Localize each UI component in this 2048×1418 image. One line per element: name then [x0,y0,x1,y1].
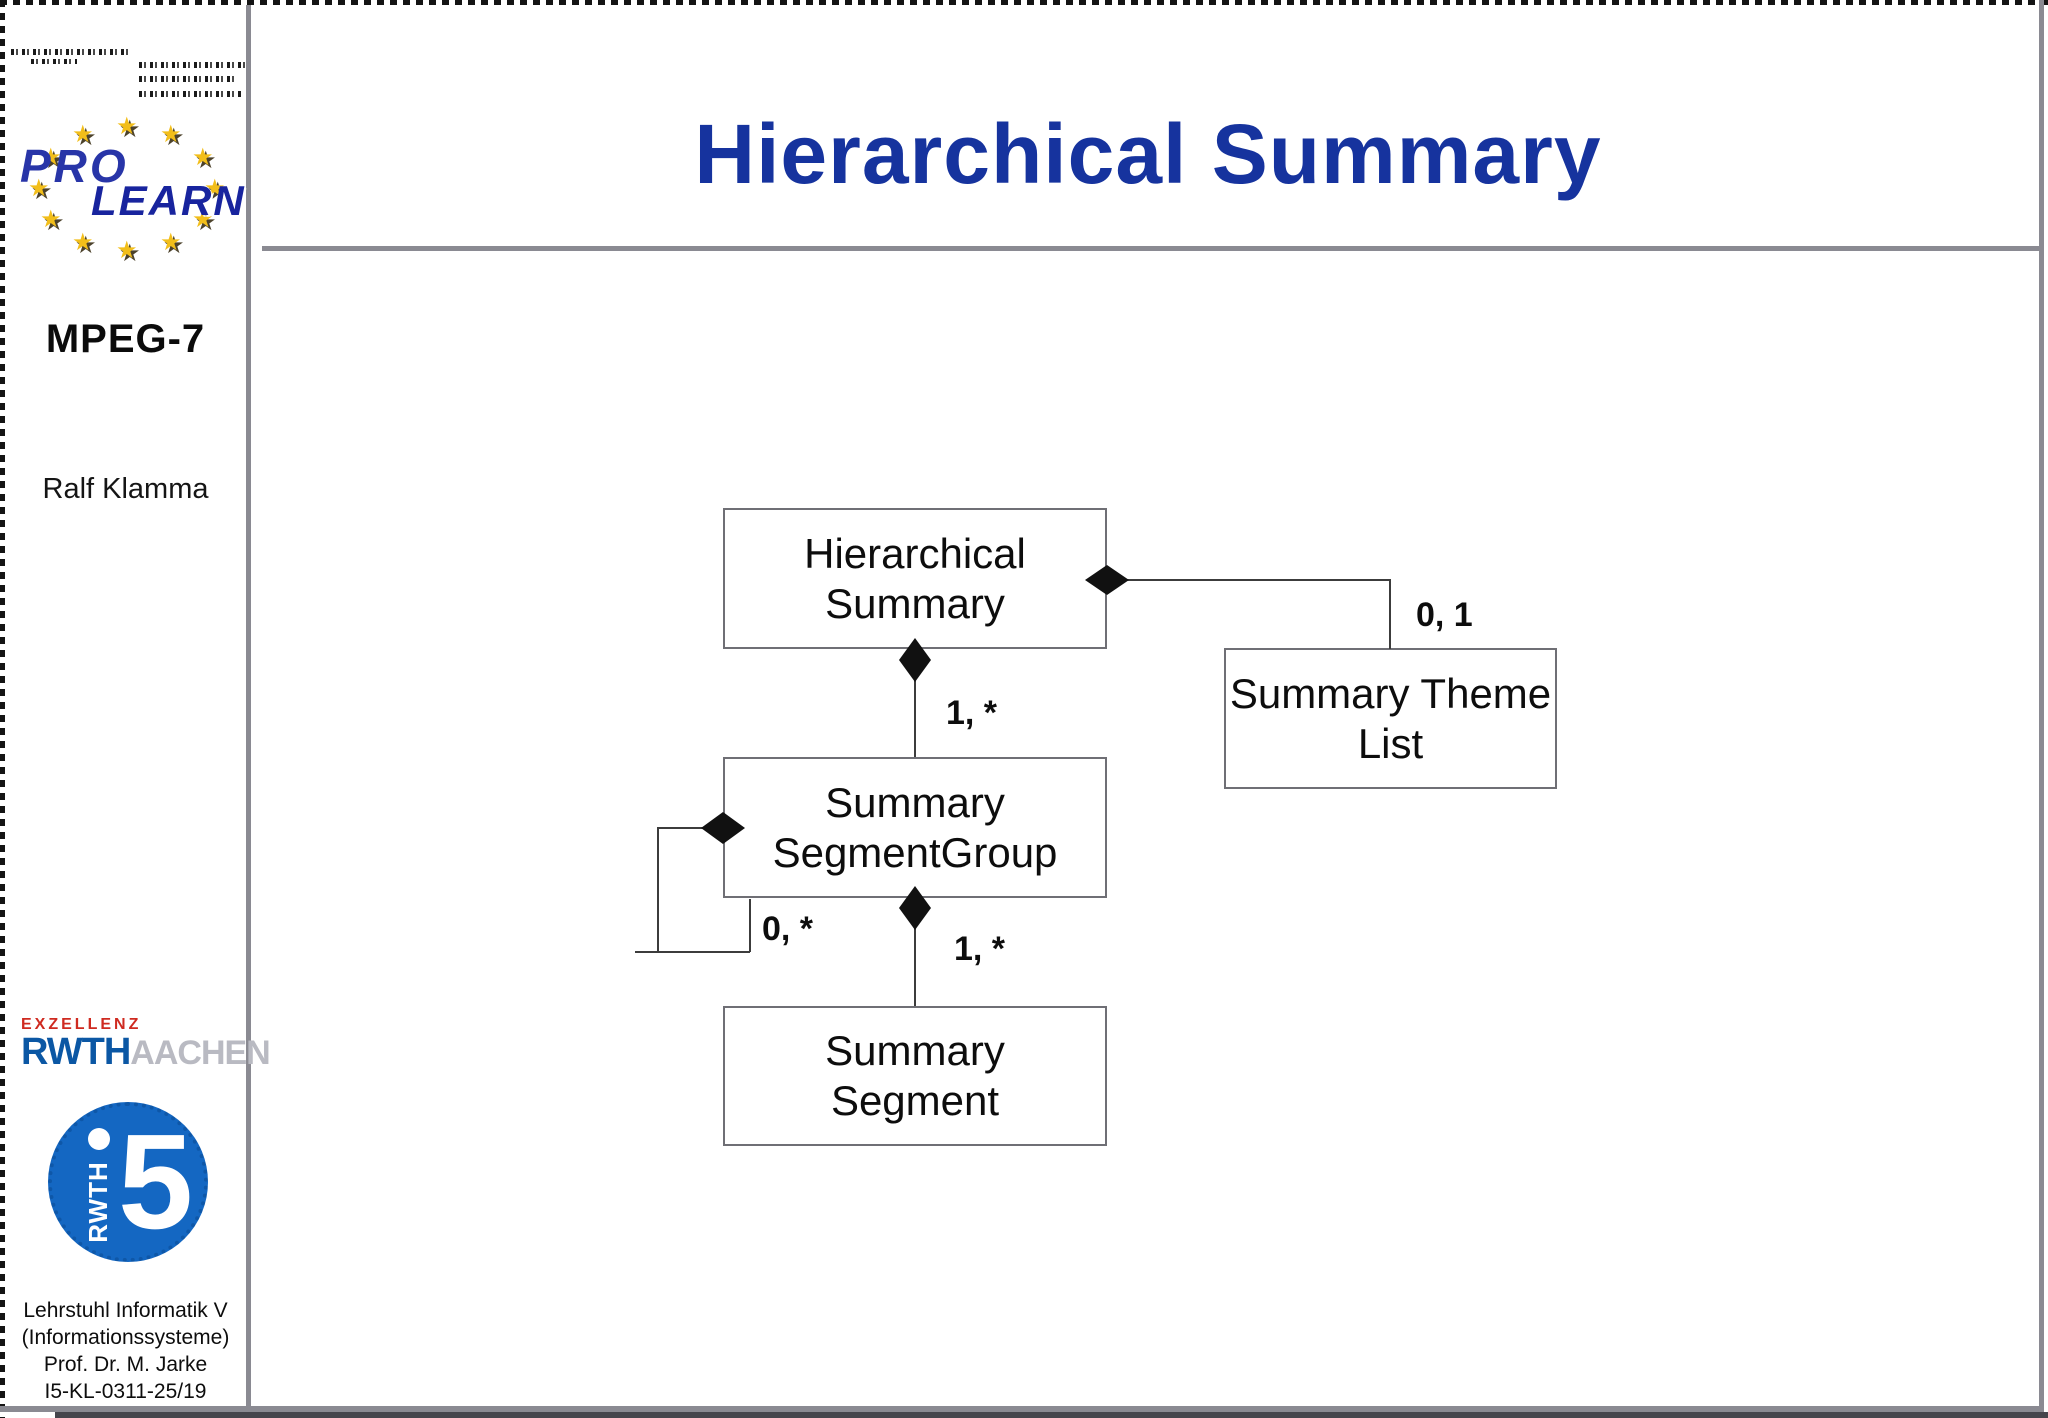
star-icon: ★ [160,121,182,148]
rwth-aachen-logo: EXZELLENZ RWTHAACHEN [21,1016,271,1073]
star-icon: ★ [192,144,214,171]
box-label-line: Summary [825,778,1005,826]
i5-chair-logo: RWTH 5 [48,1102,208,1262]
i5-digit: 5 [118,1106,194,1257]
star-icon: ★ [116,237,138,264]
credit-line: I5-KL-0311-25/19 [44,1380,207,1403]
chair-credits: Lehrstuhl Informatik V (Informationssyst… [5,1297,246,1405]
title-banner: Hierarchical Summary [252,0,2044,250]
multiplicity-segment-group: 1, * [946,694,998,732]
title-rule [262,246,2044,251]
credit-line: Lehrstuhl Informatik V [23,1299,228,1322]
top-dashed-border [0,0,2048,5]
multiplicity-self-reference: 0, * [762,910,814,948]
star-icon: ★ [72,121,94,148]
slide-title: Hierarchical Summary [694,106,1602,201]
star-icon: ★ [116,113,138,140]
star-icon: ★ [192,206,214,233]
sidebar: ★ ★ ★ ★ ★ ★ ★ ★ ★ ★ ★ ★ PRO LEARN MPEG-7… [5,5,271,1406]
multiplicity-segment: 1, * [954,930,1006,968]
illegible-text-block [139,76,235,82]
box-label-line: Hierarchical [804,529,1026,577]
prolearn-learn-text: LEARN [91,177,246,224]
connector-theme-list [1127,579,1391,649]
illegible-text-block [11,49,129,55]
illegible-text-block [139,62,245,68]
summary-segment-box: Summary Segment [723,1006,1107,1146]
star-icon: ★ [72,229,94,256]
i5-logo-dot [88,1128,110,1150]
credit-line: Prof. Dr. M. Jarke [43,1353,208,1376]
star-icon: ★ [204,175,226,202]
box-label-line: Summary [825,1027,1005,1074]
rwth-name-text: RWTH [21,1031,131,1073]
i5-vertical-text: RWTH [83,1161,113,1243]
hierarchical-summary-box: Hierarchical Summary [723,508,1107,649]
box-label-line: SegmentGroup [772,828,1058,876]
illegible-text-block [31,59,77,64]
star-icon: ★ [40,206,62,233]
summary-theme-list-box: Summary Theme List [1224,648,1557,789]
star-icon: ★ [28,175,50,202]
star-icon: ★ [160,229,182,256]
bottom-shadow [55,1412,2048,1418]
prolearn-logo: ★ ★ ★ ★ ★ ★ ★ ★ ★ ★ ★ ★ PRO LEARN [15,110,245,275]
bottom-border [0,1406,2044,1412]
box-label-line: Summary Theme [1229,669,1552,717]
illegible-text-block [139,91,241,97]
prolearn-pro-text: PRO [20,140,129,192]
box-label-line: Summary [825,579,1005,627]
standard-label: MPEG-7 [45,317,206,361]
multiplicity-theme-list: 0, 1 [1416,596,1473,634]
left-dashed-border [0,0,5,1418]
box-label-line: List [1357,719,1424,767]
rwth-exzellenz-text: EXZELLENZ [21,1016,142,1033]
rwth-city-text: AACHEN [130,1034,270,1072]
box-label-line: Segment [830,1077,1000,1124]
star-icon: ★ [40,144,62,171]
summary-segment-group-box: Summary SegmentGroup [723,757,1107,898]
credit-line: (Informationssysteme) [21,1326,230,1349]
author-name: Ralf Klamma [42,473,209,505]
right-border [2039,0,2044,1418]
